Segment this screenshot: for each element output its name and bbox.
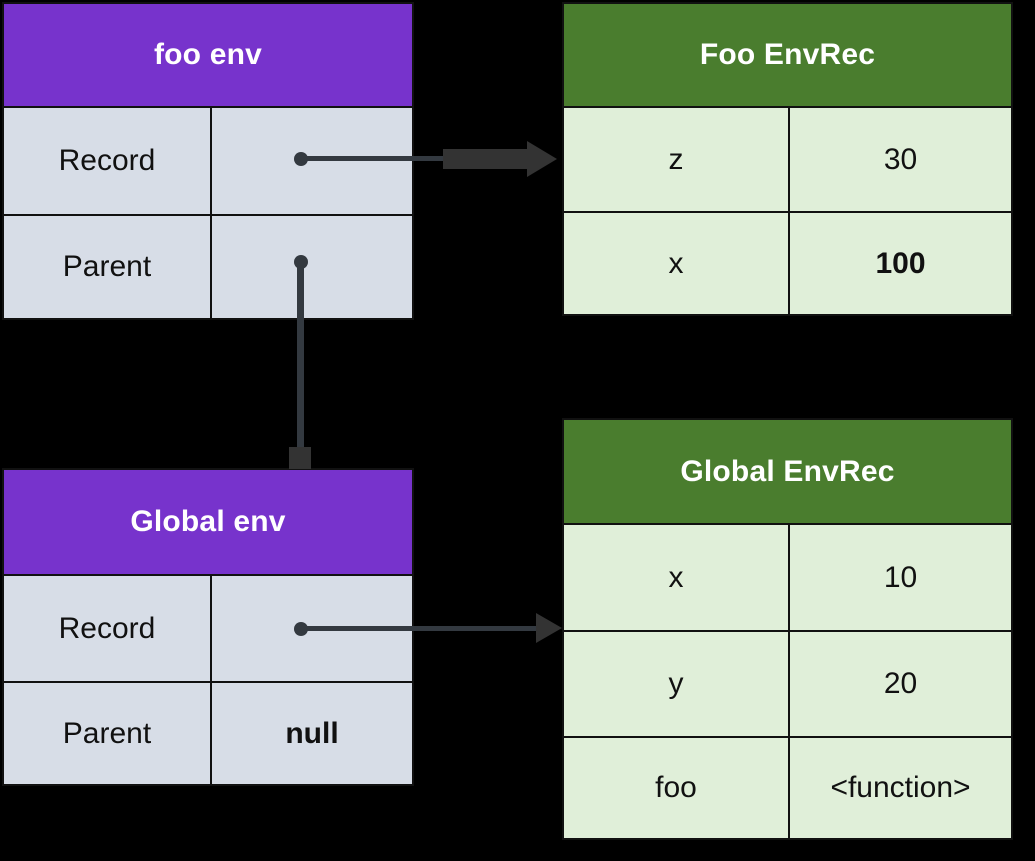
connector-thick-shaft bbox=[443, 149, 533, 169]
foo-envrec-title: Foo EnvRec bbox=[564, 4, 1011, 106]
global-envrec-key-x: x bbox=[564, 525, 790, 630]
global-envrec-value-y: 20 bbox=[790, 632, 1011, 736]
global-env-parent-value: null bbox=[212, 683, 412, 784]
foo-envrec-value-z: 30 bbox=[790, 108, 1011, 211]
table-row: Parent null bbox=[4, 681, 412, 784]
table-row: z 30 bbox=[564, 106, 1011, 211]
global-envrec-box: Global EnvRec x 10 y 20 foo <function> bbox=[562, 418, 1013, 840]
table-row: x 100 bbox=[564, 211, 1011, 314]
foo-env-box: foo env Record Parent bbox=[2, 2, 414, 320]
foo-env-parent-key: Parent bbox=[4, 216, 212, 318]
table-row: Record bbox=[4, 106, 412, 214]
table-row: Parent bbox=[4, 214, 412, 318]
global-envrec-key-y: y bbox=[564, 632, 790, 736]
foo-env-parent-value-pointer bbox=[212, 216, 412, 318]
connector-line bbox=[300, 626, 537, 631]
global-env-parent-key: Parent bbox=[4, 683, 212, 784]
connector-line bbox=[300, 156, 448, 161]
global-env-box: Global env Record Parent null bbox=[2, 468, 414, 786]
foo-envrec-key-z: z bbox=[564, 108, 790, 211]
foo-envrec-key-x: x bbox=[564, 213, 790, 314]
table-row: foo <function> bbox=[564, 736, 1011, 838]
arrow-head-icon bbox=[527, 141, 557, 177]
global-env-title: Global env bbox=[4, 470, 412, 574]
connector-line-vertical bbox=[297, 261, 304, 465]
arrow-head-icon bbox=[536, 613, 562, 643]
foo-envrec-value-x: 100 bbox=[790, 213, 1011, 314]
global-envrec-value-foo: <function> bbox=[790, 738, 1011, 838]
global-envrec-title: Global EnvRec bbox=[564, 420, 1011, 523]
foo-envrec-box: Foo EnvRec z 30 x 100 bbox=[562, 2, 1013, 316]
global-envrec-value-x: 10 bbox=[790, 525, 1011, 630]
foo-env-record-key: Record bbox=[4, 108, 212, 214]
global-envrec-key-foo: foo bbox=[564, 738, 790, 838]
global-env-record-key: Record bbox=[4, 576, 212, 681]
table-row: x 10 bbox=[564, 523, 1011, 630]
square-terminator-icon bbox=[289, 447, 311, 469]
foo-env-record-value-pointer bbox=[212, 108, 412, 214]
foo-env-title: foo env bbox=[4, 4, 412, 106]
table-row: y 20 bbox=[564, 630, 1011, 736]
